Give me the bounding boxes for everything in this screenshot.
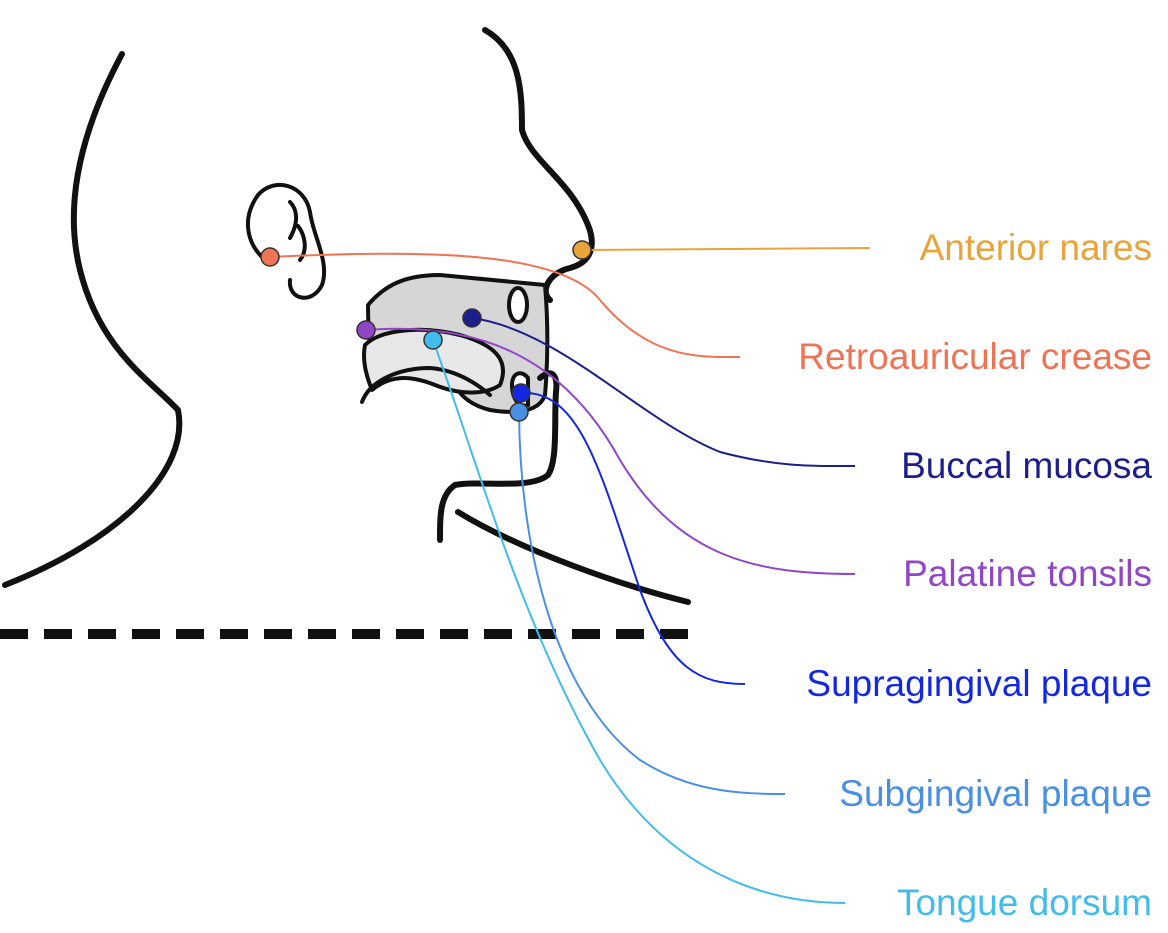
jaw-line [455,509,691,605]
label-retroauricular-crease: Retroauricular crease [798,336,1152,377]
label-palatine-tonsils: Palatine tonsils [903,553,1152,594]
label-subgingival-plaque: Subgingival plaque [839,773,1152,814]
label-anterior-nares: Anterior nares [920,227,1152,268]
anterior-nares-dot [572,240,592,260]
tongue-dorsum-dot [423,330,443,350]
back-of-head-outline [2,51,183,588]
subgingival-plaque-dot [509,402,529,422]
label-buccal-mucosa: Buccal mucosa [901,445,1152,486]
ear-outline [245,183,327,300]
tongue-dorsum-leader [432,339,846,904]
supragingival-plaque-dot [511,383,531,403]
face-profile-outline [482,27,595,303]
label-supragingival-plaque: Supragingival plaque [806,663,1152,704]
supragingival-plaque-leader [520,391,746,685]
palatine-tonsils-dot [356,320,376,340]
subgingival-plaque-leader [518,411,786,795]
nostril [507,286,529,324]
palatine-tonsils-leader [365,327,856,575]
tongue-outline [360,366,492,404]
buccal-mucosa-leader [471,317,856,468]
retroauricular-crease-leader [269,252,741,359]
anterior-nares-leader [581,247,871,251]
lip-chin-outline [437,370,560,543]
buccal-mucosa-dot [462,308,482,328]
label-tongue-dorsum: Tongue dorsum [897,882,1152,923]
retroauricular-crease-dot [260,247,280,267]
